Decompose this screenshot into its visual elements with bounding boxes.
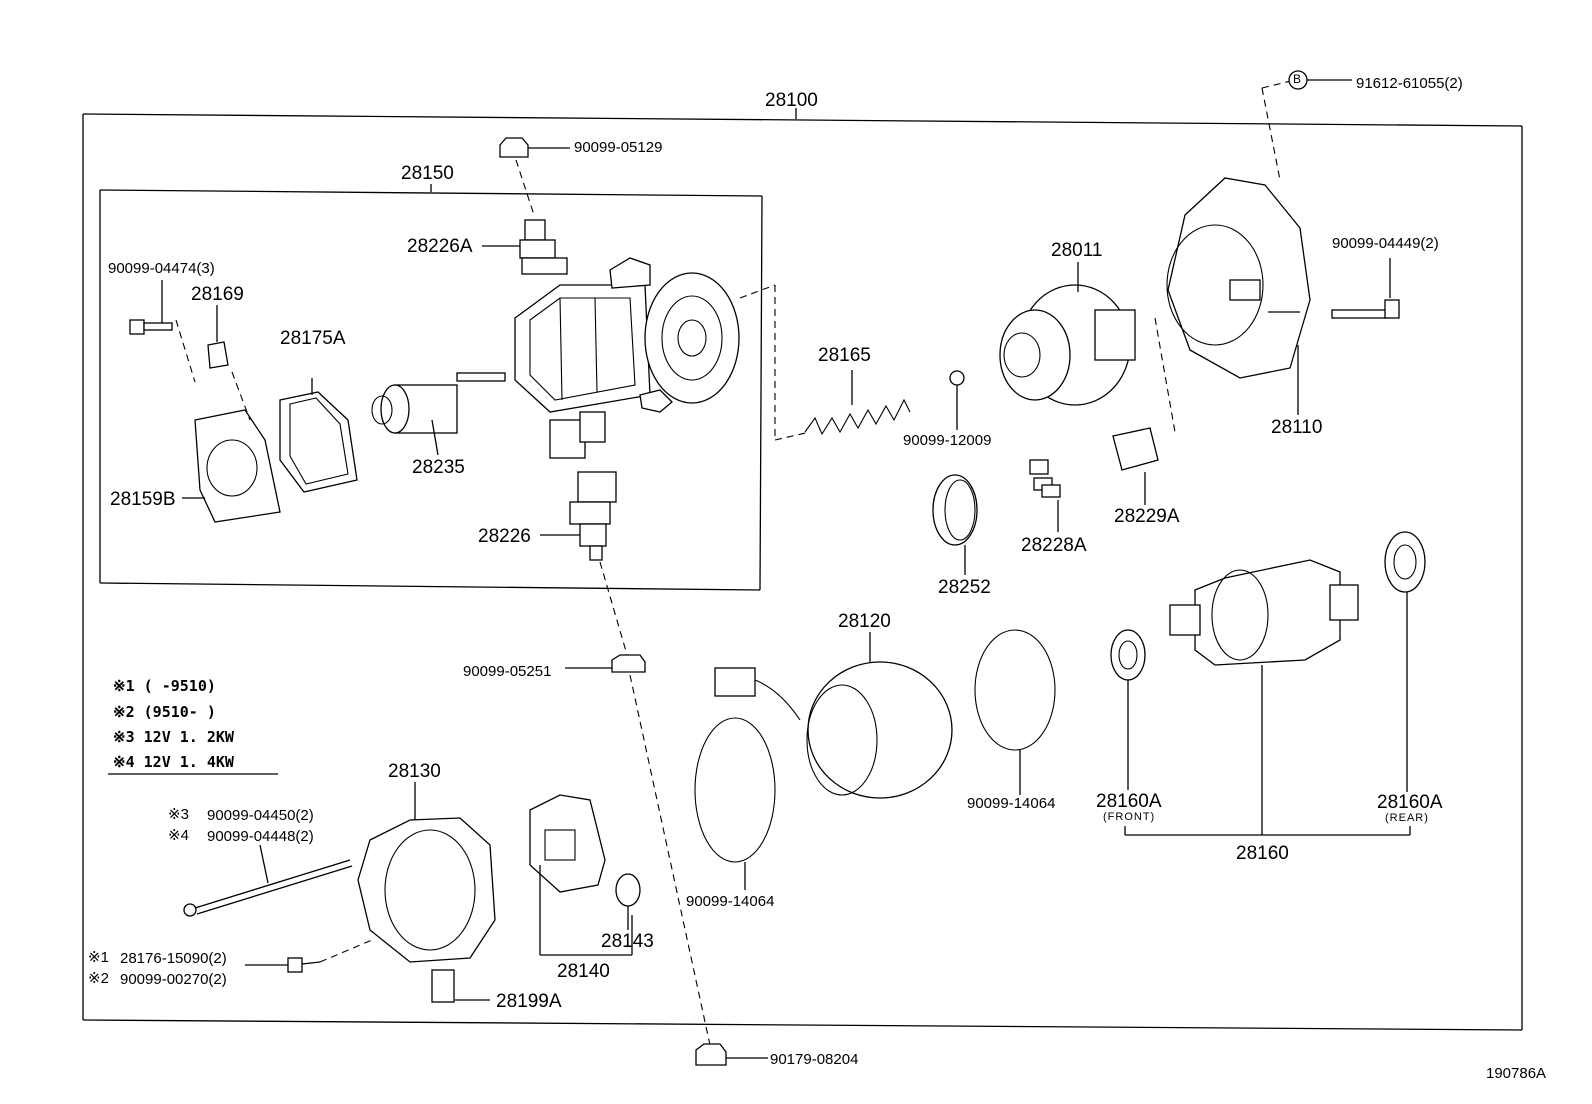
label-28160: 28160: [1236, 843, 1289, 864]
end-frame-28130: [357, 782, 496, 963]
oring-90099-14064-left: [694, 717, 776, 890]
label-90099-14064-right: 90099-14064: [967, 795, 1056, 812]
label-28160A-front: 28160A: [1096, 791, 1162, 812]
label-28143: 28143: [601, 931, 654, 952]
part-28226A: [482, 219, 568, 275]
part-28199A: [431, 969, 490, 1003]
label-90099-00270: 90099-00270(2): [120, 971, 227, 988]
label-90099-05251: 90099-05251: [463, 663, 552, 680]
label-28169: 28169: [191, 284, 244, 305]
plunger-28235: [371, 372, 506, 456]
part-28143: [615, 873, 641, 930]
solenoid-housing: [514, 257, 740, 459]
oring-90099-14064-right: [974, 629, 1056, 795]
label-90099-04450: 90099-04450(2): [207, 807, 314, 824]
cap-90099-05251: [565, 654, 646, 673]
label-28175A: 28175A: [280, 328, 346, 349]
label-28150: 28150: [401, 163, 454, 184]
cap-90099-05129: [499, 137, 570, 158]
subassembly-frame-28150: [99, 184, 763, 591]
circle-b-marker: [1288, 70, 1352, 90]
part-28229A: [1112, 427, 1159, 505]
ball-90099-12009: [949, 370, 965, 430]
screw-28176: [245, 957, 321, 973]
part-28228A: [1029, 459, 1061, 532]
label-90099-04449: 90099-04449(2): [1332, 235, 1439, 252]
label-28165: 28165: [818, 345, 871, 366]
label-90179-08204: 90179-08204: [770, 1051, 859, 1068]
assembly-frame-28100: [82, 108, 1523, 1031]
label-28228A: 28228A: [1021, 535, 1087, 556]
label-28011: 28011: [1051, 240, 1103, 261]
figure-id: 190786A: [1486, 1065, 1547, 1082]
label-28229A: 28229A: [1114, 506, 1180, 527]
clip-28169: [207, 305, 229, 369]
label-28160A-rear: 28160A: [1377, 792, 1443, 813]
brush-holder-28140: [529, 794, 633, 956]
label-91612-61055: 91612-61055(2): [1356, 75, 1463, 92]
note-4: ※4 12V 1. 4KW: [113, 753, 234, 771]
armature-28160: [1169, 559, 1359, 835]
cover-28159B: [182, 409, 281, 523]
label-circle-b: B: [1293, 72, 1302, 86]
label-28199A: 28199A: [496, 991, 562, 1012]
label-90099-12009: 90099-12009: [903, 432, 992, 449]
mark-4: ※4: [168, 827, 189, 844]
label-90099-05129: 90099-05129: [574, 139, 663, 156]
label-90099-04448: 90099-04448(2): [207, 828, 314, 845]
label-28226A: 28226A: [407, 236, 473, 257]
cap-90179-08204: [695, 1043, 768, 1066]
label-28140: 28140: [557, 961, 610, 982]
bearing-28160A-rear: [1384, 531, 1426, 792]
label-28110: 28110: [1271, 417, 1323, 438]
yoke-28120: [714, 632, 953, 799]
label-90099-14064-left: 90099-14064: [686, 893, 775, 910]
bolt-90099-04449: [1331, 258, 1400, 319]
part-28226: [540, 471, 617, 561]
label-28100: 28100: [765, 90, 818, 111]
housing-28110: [1166, 177, 1311, 415]
label-28120: 28120: [838, 611, 891, 632]
spring-28165: [804, 370, 911, 436]
label-90099-04474: 90099-04474(3): [108, 260, 215, 277]
label-front: (FRONT): [1103, 811, 1156, 823]
label-28252: 28252: [938, 577, 991, 598]
mark-2: ※2: [88, 970, 109, 987]
label-28159B: 28159B: [110, 489, 176, 510]
label-28226: 28226: [478, 526, 531, 547]
mark-1: ※1: [88, 949, 109, 966]
label-28130: 28130: [388, 761, 441, 782]
label-28176-15090: 28176-15090(2): [120, 950, 227, 967]
bolt-90099-04474: [129, 280, 173, 335]
label-rear: (REAR): [1385, 812, 1429, 824]
mark-3: ※3: [168, 806, 189, 823]
gear-28252: [932, 474, 978, 575]
note-1: ※1 ( -9510): [113, 677, 216, 695]
clutch-28011: [999, 262, 1136, 406]
bearing-28160A-front: [1110, 629, 1146, 790]
gasket-28175A: [279, 378, 358, 493]
note-3: ※3 12V 1. 2KW: [113, 728, 234, 746]
note-2: ※2 (9510- ): [113, 703, 216, 721]
label-28235: 28235: [412, 457, 465, 478]
through-bolt: [183, 844, 353, 917]
